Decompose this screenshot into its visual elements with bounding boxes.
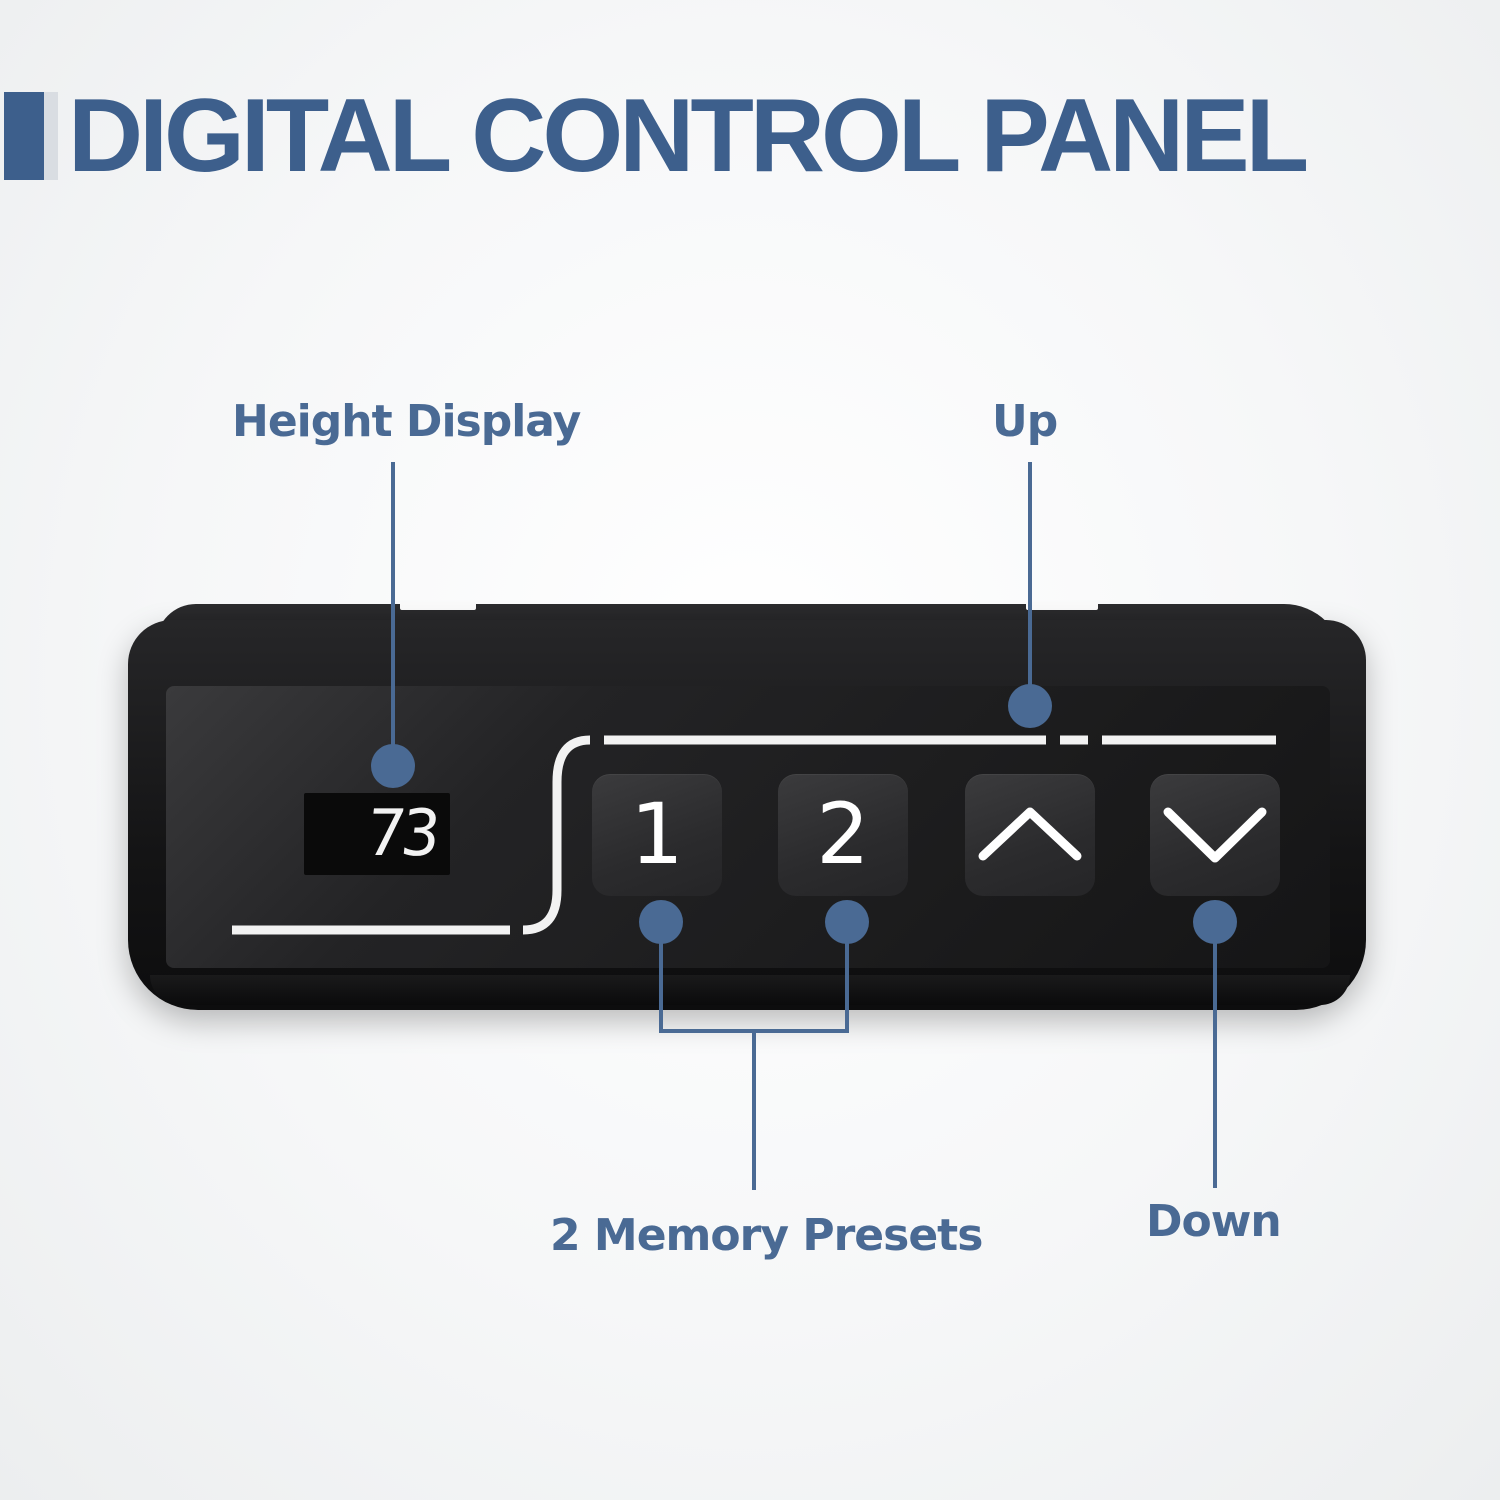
up-marker: [1008, 684, 1052, 728]
height-display-label: Height Display: [232, 396, 581, 447]
chevron-down-icon: [1163, 807, 1267, 863]
control-panel-lip: [150, 975, 1350, 1005]
memory-preset-2-button[interactable]: 2: [778, 774, 908, 896]
panel-notch: [400, 602, 476, 610]
memory-presets-label: 2 Memory Presets: [550, 1210, 983, 1261]
preset-2-marker: [825, 900, 869, 944]
page-title: DIGITAL CONTROL PANEL: [68, 78, 1309, 194]
trim-line-curve: [522, 735, 591, 935]
preset-2-label: 2: [816, 785, 870, 883]
title-accent-bar: [4, 92, 44, 180]
down-label: Down: [1146, 1196, 1282, 1247]
height-display: 73: [304, 793, 450, 875]
title-accent-bar-light: [44, 92, 58, 180]
up-button[interactable]: [965, 774, 1095, 896]
up-label: Up: [992, 396, 1058, 447]
presets-bracket: [659, 924, 849, 1033]
chevron-up-icon: [978, 807, 1082, 861]
memory-preset-1-button[interactable]: 1: [592, 774, 722, 896]
preset-1-marker: [639, 900, 683, 944]
down-button[interactable]: [1150, 774, 1280, 896]
height-display-marker: [371, 744, 415, 788]
panel-notch: [1026, 602, 1098, 610]
preset-1-label: 1: [630, 785, 684, 883]
down-marker: [1193, 900, 1237, 944]
